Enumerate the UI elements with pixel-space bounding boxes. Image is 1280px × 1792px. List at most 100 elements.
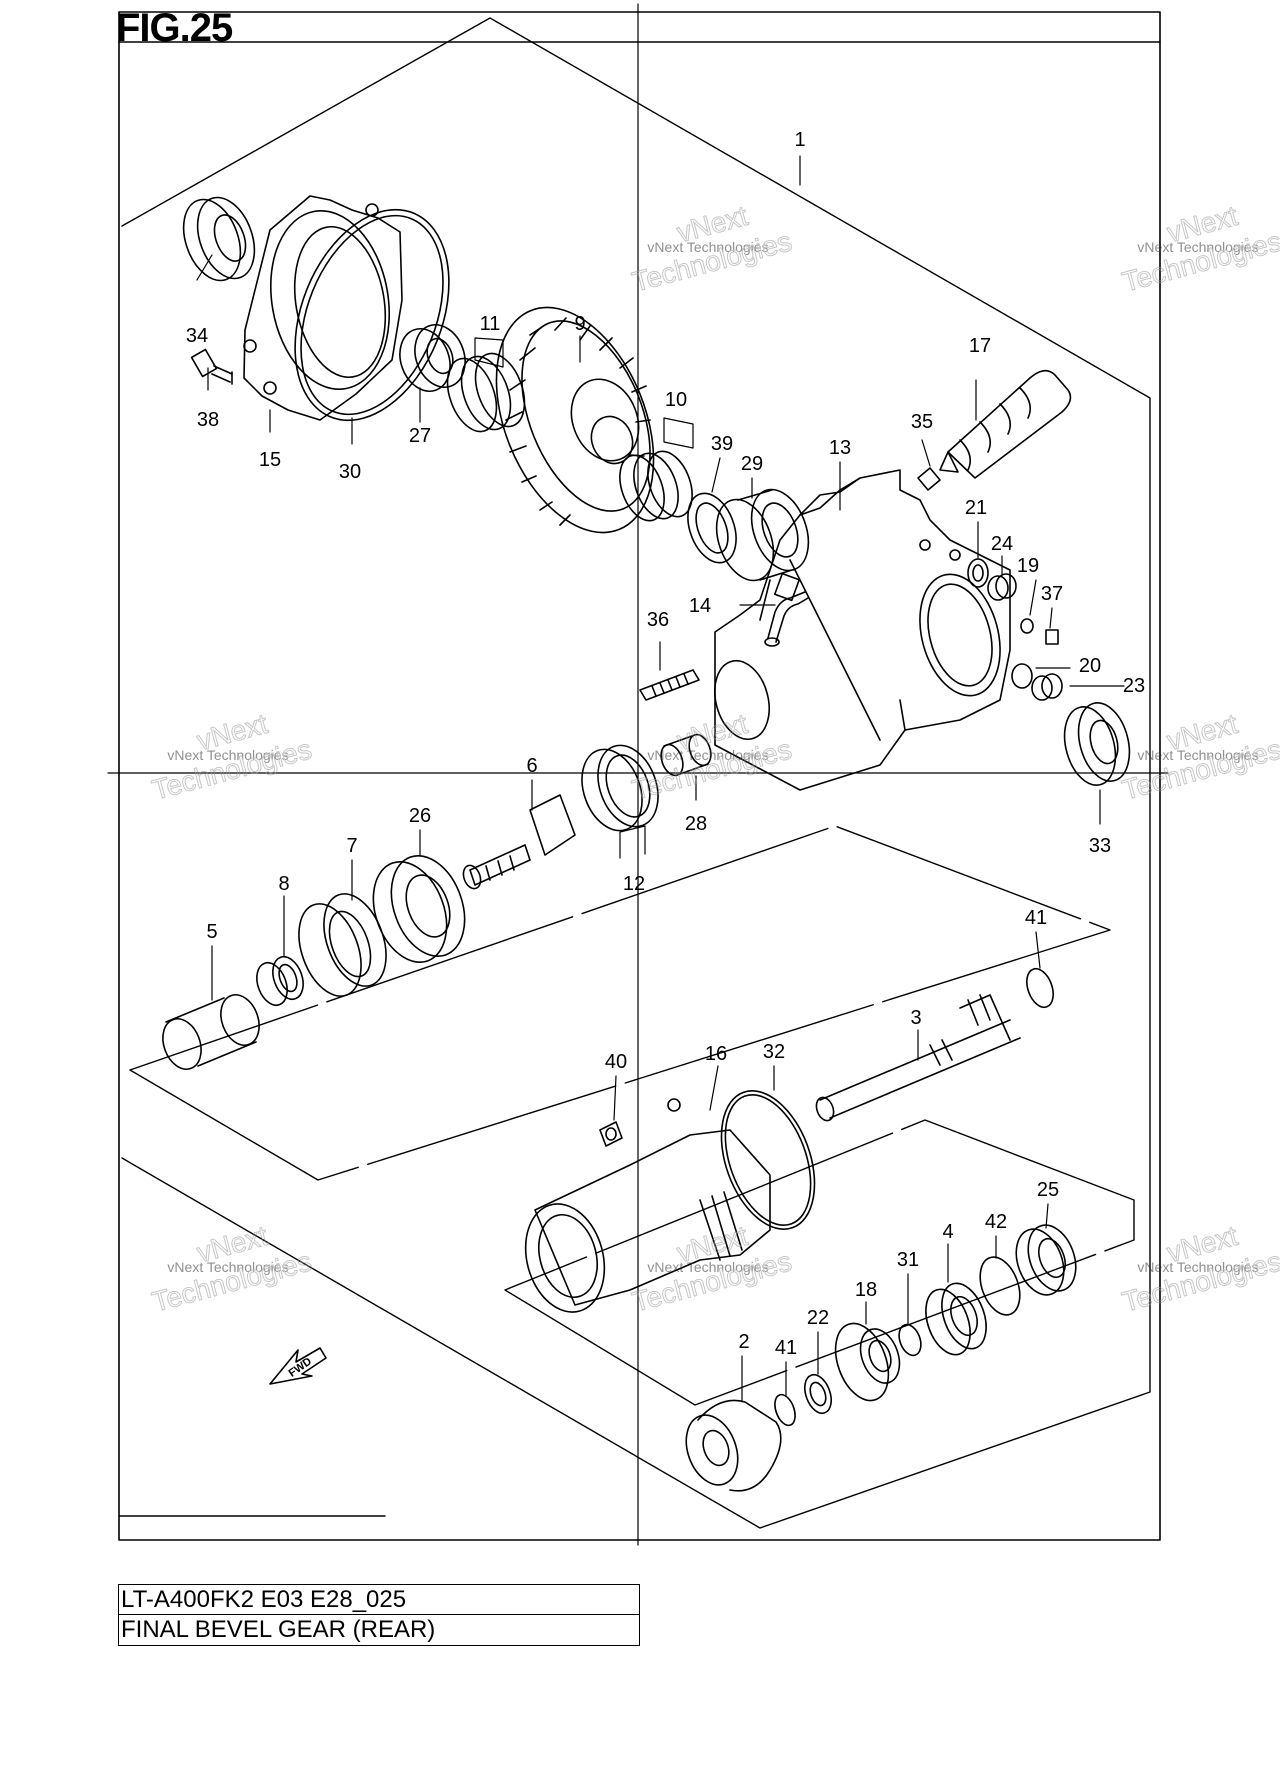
- callout-14: 14: [689, 595, 711, 617]
- part-21-washer: [967, 558, 989, 588]
- callout-36: 36: [647, 609, 669, 631]
- part-25-oil-seal: [1015, 1224, 1077, 1296]
- part-34-oil-seal: [182, 196, 256, 282]
- part-38-bolt: [190, 348, 233, 385]
- callout-16: 16: [705, 1043, 727, 1065]
- part-30-o-ring: [294, 208, 450, 422]
- part-13-final-gear-case: [714, 469, 1011, 791]
- callout-30: 30: [339, 461, 361, 483]
- part-31-o-ring: [898, 1323, 922, 1357]
- part-17-rubber-boot: [939, 369, 1072, 479]
- part-37-bolt: [1045, 629, 1059, 645]
- callout-10: 10: [665, 389, 687, 411]
- watermark-text: vNext Technologies: [647, 1259, 768, 1275]
- part-33-oil-seal: [1063, 702, 1131, 786]
- watermarks: vNext TechnologiesvNextTechnologiesvNext…: [148, 199, 1280, 1318]
- part-23-plug: [1031, 673, 1063, 701]
- part-4-bearing: [925, 1282, 987, 1356]
- callout-25: 25: [1037, 1179, 1059, 1201]
- watermark-text: vNext Technologies: [167, 747, 288, 763]
- part-9-bevel-ring-gear: [495, 306, 655, 534]
- part-39-shim: [687, 492, 737, 564]
- part-27-bearing: [399, 324, 466, 392]
- part-14-breather-pipe: [764, 572, 809, 647]
- part-15-housing-cover: [243, 195, 403, 421]
- part-18-dust-cover: [834, 1322, 901, 1402]
- callout-31: 31: [897, 1249, 919, 1271]
- callout-26: 26: [409, 805, 431, 827]
- part-22-washer: [804, 1373, 832, 1415]
- callout-1: 1: [794, 129, 805, 151]
- callout-13: 13: [829, 437, 851, 459]
- callout-3: 3: [910, 1007, 921, 1029]
- callout-39: 39: [711, 433, 733, 455]
- callout-5: 5: [206, 921, 217, 943]
- watermark-text: vNext Technologies: [1137, 747, 1258, 763]
- part-40-nut: [599, 1121, 623, 1147]
- callout-35: 35: [911, 411, 933, 433]
- fwd-arrow-icon: [269, 1347, 327, 1385]
- callout-33: 33: [1089, 835, 1111, 857]
- part-19-washer: [1020, 618, 1034, 634]
- model-code-box: LT-A400FK2 E03 E28_025: [118, 1584, 640, 1615]
- callout-22: 22: [807, 1307, 829, 1329]
- part-12-shims: [581, 744, 659, 832]
- callout-24: 24: [991, 533, 1013, 555]
- diagram-title-box: FINAL BEVEL GEAR (REAR): [118, 1615, 640, 1646]
- callout-40: 40: [605, 1051, 627, 1073]
- callout-41: 41: [1025, 907, 1047, 929]
- callout-38: 38: [197, 409, 219, 431]
- callout-23: 23: [1123, 675, 1145, 697]
- part-8-collar: [256, 955, 304, 1007]
- callout-labels: 1234567891011121314151617181920212223242…: [186, 129, 1145, 1359]
- part-41-circlip-lower: [774, 1393, 796, 1427]
- callout-19: 19: [1017, 555, 1039, 577]
- callout-18: 18: [855, 1279, 877, 1301]
- callout-27: 27: [409, 425, 431, 447]
- part-29-needle-bearing: [715, 488, 810, 582]
- callout-37: 37: [1041, 583, 1063, 605]
- callout-20: 20: [1079, 655, 1101, 677]
- watermark-text: vNext Technologies: [647, 239, 768, 255]
- callout-32: 32: [763, 1041, 785, 1063]
- watermark-text: vNext Technologies: [647, 747, 768, 763]
- watermark-text: vNext Technologies: [1137, 239, 1258, 255]
- watermark-text: vNext Technologies: [1137, 1259, 1258, 1275]
- part-28-bushing: [660, 733, 712, 777]
- callout-15: 15: [259, 449, 281, 471]
- part-3-drive-shaft: [815, 994, 1021, 1122]
- callout-4: 4: [942, 1221, 953, 1243]
- part-35-clamp: [917, 467, 941, 491]
- part-6-drive-pinion: [462, 794, 576, 890]
- callout-21: 21: [965, 497, 987, 519]
- part-24-plug: [987, 573, 1017, 601]
- callout-7: 7: [346, 835, 357, 857]
- callout-28: 28: [685, 813, 707, 835]
- frame: [107, 3, 1169, 1546]
- part-2-boot: [685, 1399, 782, 1492]
- callout-42: 42: [985, 1211, 1007, 1233]
- callout-6: 6: [526, 755, 537, 777]
- callout-12: 12: [623, 873, 645, 895]
- callout-41: 41: [775, 1337, 797, 1359]
- part-41-circlip: [1026, 967, 1054, 1009]
- part-20-washer: [1011, 663, 1033, 689]
- callout-2: 2: [738, 1331, 749, 1353]
- part-7-bearing: [298, 893, 387, 997]
- callout-11: 11: [480, 313, 501, 335]
- callout-34: 34: [186, 325, 208, 347]
- callout-8: 8: [278, 873, 289, 895]
- part-36-stud-bolt: [639, 669, 700, 701]
- assembly-outline: [121, 17, 1151, 1529]
- part-5-spacer: [162, 994, 260, 1070]
- part-26-bearing: [372, 854, 466, 964]
- part-42-circlip: [979, 1256, 1021, 1316]
- callout-29: 29: [741, 453, 763, 475]
- leader-lines: [196, 155, 1125, 1403]
- watermark-text: vNext Technologies: [167, 1259, 288, 1275]
- callout-9: 9: [574, 313, 585, 335]
- callout-17: 17: [969, 335, 991, 357]
- part-32-o-ring: [720, 1090, 816, 1230]
